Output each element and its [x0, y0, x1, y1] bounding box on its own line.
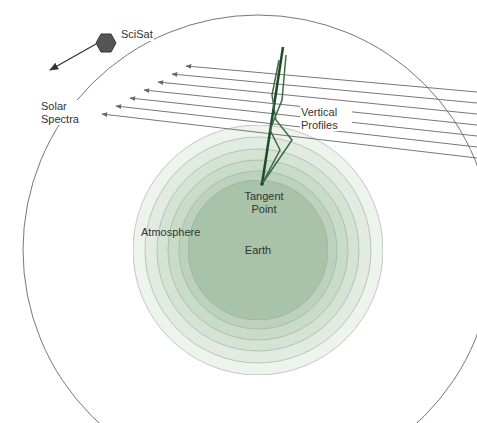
- orbit-circle: [23, 15, 477, 423]
- region-label: Earth: [245, 244, 271, 257]
- light-ray: [116, 106, 477, 147]
- atmosphere-region: Earth Atmosphere: [133, 125, 383, 375]
- satellite-icon: [96, 34, 116, 52]
- spectra-label: Solar Spectra: [40, 100, 80, 125]
- region-label: Atmosphere: [141, 226, 200, 239]
- profile-curve: [262, 60, 292, 184]
- satellite-label: SciSat: [120, 28, 154, 41]
- profiles-label: Vertical Profiles: [300, 106, 352, 131]
- profile-curve: [262, 55, 286, 184]
- light-ray: [130, 98, 477, 136]
- tangent-label: Tangent Point: [238, 190, 290, 215]
- tangent-dot: [260, 182, 264, 186]
- motion-arrow: [50, 44, 96, 70]
